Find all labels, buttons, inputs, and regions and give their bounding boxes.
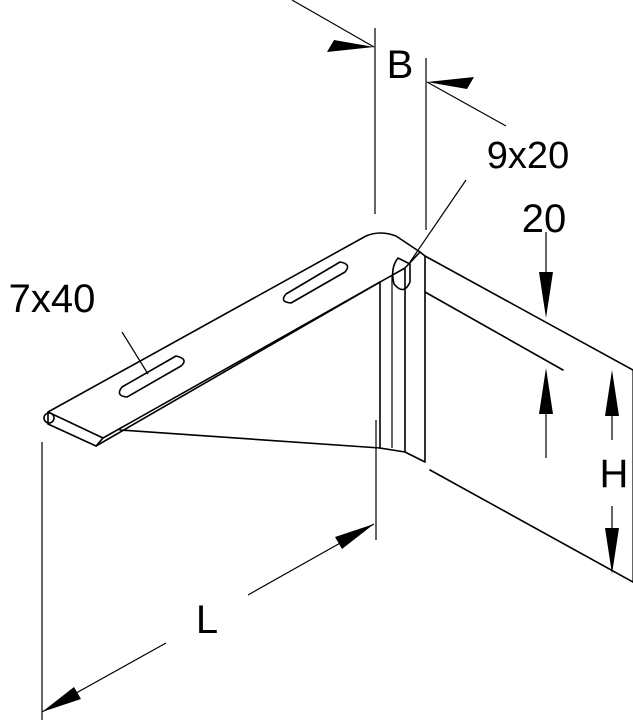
slot-arm-front <box>118 355 185 398</box>
arrow-b-right <box>427 77 474 89</box>
dimension-h <box>605 370 619 574</box>
arrow-h-up <box>605 370 619 416</box>
leader-slot-arm <box>121 331 149 375</box>
dimension-offset <box>539 232 553 458</box>
label-l: L <box>196 598 218 642</box>
slot-top <box>391 257 411 291</box>
arrow-offset-down <box>539 272 553 318</box>
dimension-b <box>291 0 507 230</box>
slot-arm-rear <box>282 261 349 304</box>
label-h: H <box>600 452 629 496</box>
wall-profile <box>424 255 633 583</box>
label-slot-arm: 7x40 <box>9 277 96 321</box>
arrow-h-down <box>605 528 619 574</box>
label-b: B <box>387 43 414 87</box>
arrow-offset-up <box>539 368 553 414</box>
arrow-l-right <box>335 524 374 549</box>
arrow-b-left <box>327 40 374 52</box>
leader-slot-top <box>409 179 467 263</box>
wall-bracket <box>43 232 426 463</box>
arrow-l-left <box>42 687 81 712</box>
label-slot-top: 9x20 <box>487 135 569 177</box>
label-offset: 20 <box>522 197 567 241</box>
dimension-l <box>41 420 377 720</box>
